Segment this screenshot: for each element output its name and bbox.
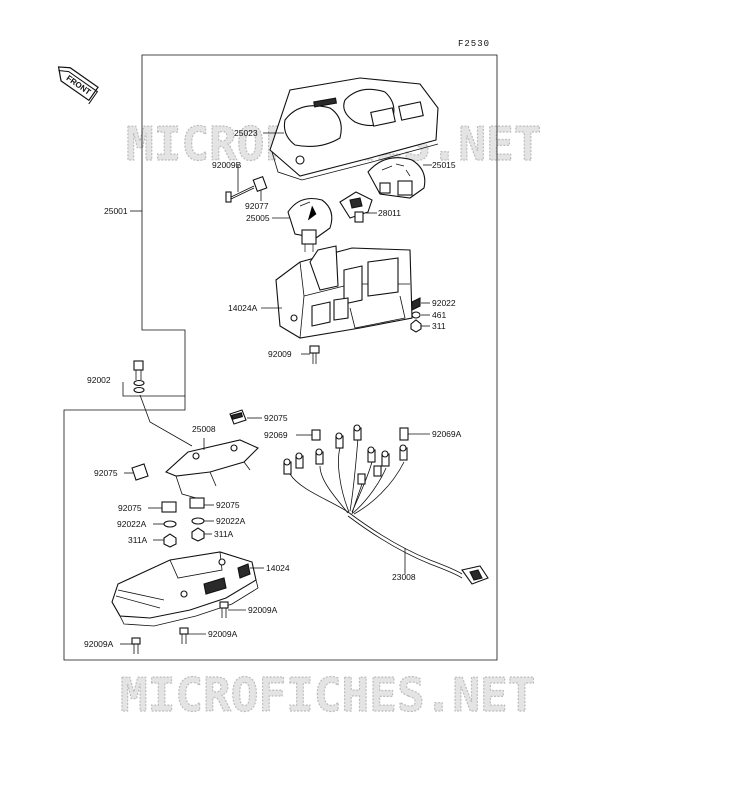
label-92075-mid: 92075 — [118, 503, 142, 513]
label-25015: 25015 — [432, 160, 456, 170]
nut-311A-right — [191, 527, 205, 542]
grommet-92075-mid-right — [189, 497, 205, 509]
grommet-92075-top — [229, 409, 247, 425]
bulb-sockets — [283, 424, 408, 485]
washer-92022A-right — [191, 517, 205, 525]
meter-case-upper — [269, 77, 439, 181]
bracket-25008 — [164, 439, 259, 499]
label-25008: 25008 — [192, 424, 216, 434]
diagram-code: F2530 — [458, 39, 490, 49]
gauge-25005 — [287, 197, 333, 252]
grommet-92075-left — [131, 463, 149, 481]
washer-461 — [411, 311, 421, 319]
label-92009A-right: 92009A — [248, 605, 278, 615]
label-92075-top: 92075 — [264, 413, 288, 423]
svg-text:MICROFICHES.NET: MICROFICHES.NET — [120, 668, 535, 722]
nut-311 — [410, 319, 422, 333]
screw-92009A-right — [219, 601, 229, 618]
label-25005: 25005 — [246, 213, 270, 223]
label-92069A: 92069A — [432, 429, 462, 439]
watermark-bottom: MICROFICHES.NET MICROFICHES.NET — [119, 667, 536, 722]
label-25023: 25023 — [234, 128, 258, 138]
bulb-92069A — [399, 427, 409, 441]
label-92002: 92002 — [87, 375, 111, 385]
grommet-92075-mid-left — [161, 501, 177, 513]
label-311A-left: 311A — [128, 535, 148, 545]
label-92009A-mid: 92009A — [208, 629, 238, 639]
label-92022: 92022 — [432, 298, 456, 308]
bolt-92002 — [133, 360, 145, 394]
label-92077: 92077 — [245, 201, 269, 211]
label-14024A: 14024A — [228, 303, 258, 313]
label-92069: 92069 — [264, 430, 288, 440]
label-25001: 25001 — [104, 206, 128, 216]
switch-28011 — [339, 191, 373, 223]
label-14024: 14024 — [266, 563, 290, 573]
svg-text:MICROFICHES.NET: MICROFICHES.NET — [120, 668, 535, 722]
washer-92022 — [411, 297, 421, 311]
screw-92009A-left — [131, 637, 141, 654]
label-92075-right: 92075 — [216, 500, 240, 510]
screw-92009B — [225, 185, 255, 203]
label-461: 461 — [432, 310, 446, 320]
front-arrow-icon: FRONT — [57, 66, 99, 105]
gauge-25015 — [367, 157, 426, 199]
meter-cover-14024 — [111, 551, 259, 627]
label-92009: 92009 — [268, 349, 292, 359]
bulb-92069 — [311, 429, 321, 441]
label-311: 311 — [432, 321, 446, 331]
label-92075-left: 92075 — [94, 468, 118, 478]
label-28011: 28011 — [378, 208, 401, 218]
nut-311A-left — [163, 533, 177, 548]
wire-harness-23008 — [289, 437, 489, 585]
label-92009B: 92009B — [212, 160, 242, 170]
label-92022A-right: 92022A — [216, 516, 246, 526]
label-92022A-left: 92022A — [117, 519, 147, 529]
assembly-outline — [63, 54, 498, 661]
grommet-92077 — [252, 175, 268, 193]
label-23008: 23008 — [392, 572, 416, 582]
label-311A-right: 311A — [214, 529, 234, 539]
screw-92009 — [309, 345, 320, 364]
meter-case-lower — [275, 245, 413, 339]
label-92009A-left: 92009A — [84, 639, 114, 649]
washer-92022A-left — [163, 520, 177, 528]
screw-92009A-mid — [179, 627, 189, 644]
